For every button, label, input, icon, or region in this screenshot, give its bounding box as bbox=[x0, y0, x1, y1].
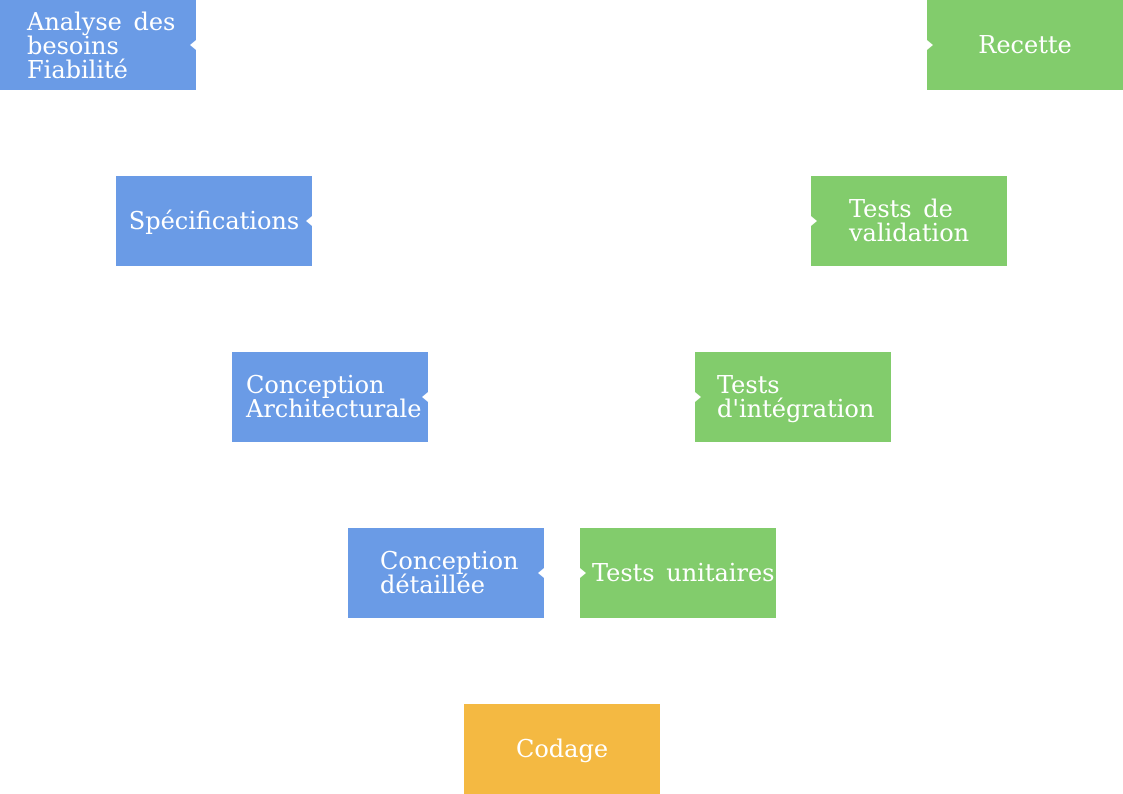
box-recette-label: Recette bbox=[978, 31, 1072, 59]
box-tests-integration-label: Tests d'intégration bbox=[717, 371, 875, 423]
box-analyse-label: Analyse des besoins Fiabilité bbox=[27, 8, 176, 84]
connector-notch bbox=[695, 392, 701, 402]
box-conception-detaillee-label: Conception détaillée bbox=[380, 547, 519, 599]
box-specifications-label: Spécifications bbox=[128, 207, 300, 235]
box-conception-architecturale: Conception Architecturale bbox=[232, 352, 428, 442]
connector-notch bbox=[190, 40, 196, 50]
box-conception-detaillee: Conception détaillée bbox=[348, 528, 544, 618]
connector-notch bbox=[306, 216, 312, 226]
box-conception-architecturale-label: Conception Architecturale bbox=[246, 371, 422, 423]
box-analyse-des-besoins: Analyse des besoins Fiabilité bbox=[0, 0, 196, 90]
connector-notch bbox=[927, 40, 933, 50]
box-tests-unitaires: Tests unitaires bbox=[580, 528, 776, 618]
connector-notch bbox=[538, 568, 544, 578]
connector-notch bbox=[422, 392, 428, 402]
box-tests-validation: Tests de validation bbox=[811, 176, 1007, 266]
box-tests-validation-label: Tests de validation bbox=[849, 195, 970, 247]
box-recette: Recette bbox=[927, 0, 1123, 90]
connector-notch bbox=[580, 568, 586, 578]
box-codage-label: Codage bbox=[515, 735, 609, 763]
connector-notch bbox=[811, 216, 817, 226]
box-tests-integration: Tests d'intégration bbox=[695, 352, 891, 442]
box-codage: Codage bbox=[464, 704, 660, 794]
box-specifications: Spécifications bbox=[116, 176, 312, 266]
box-tests-unitaires-label: Tests unitaires bbox=[592, 559, 775, 587]
